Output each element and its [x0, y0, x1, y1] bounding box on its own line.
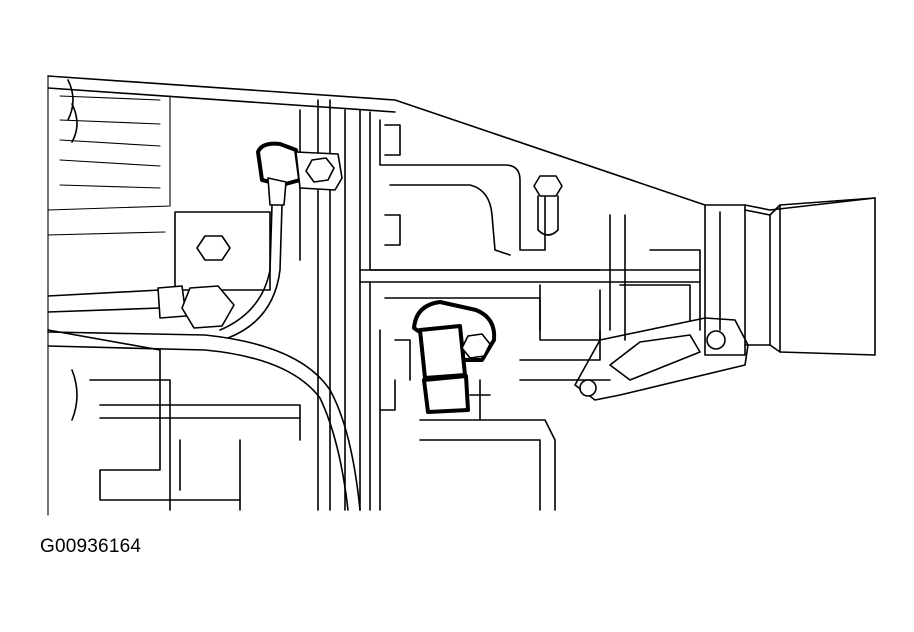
- figure-id-label: G00936164: [40, 536, 142, 557]
- ground-clamp-bolt: [256, 141, 343, 206]
- sensor-wire-harness: [47, 204, 361, 511]
- extension-housing: [704, 197, 876, 356]
- transmission-housing: [47, 75, 876, 516]
- speed-sensor: [412, 300, 497, 414]
